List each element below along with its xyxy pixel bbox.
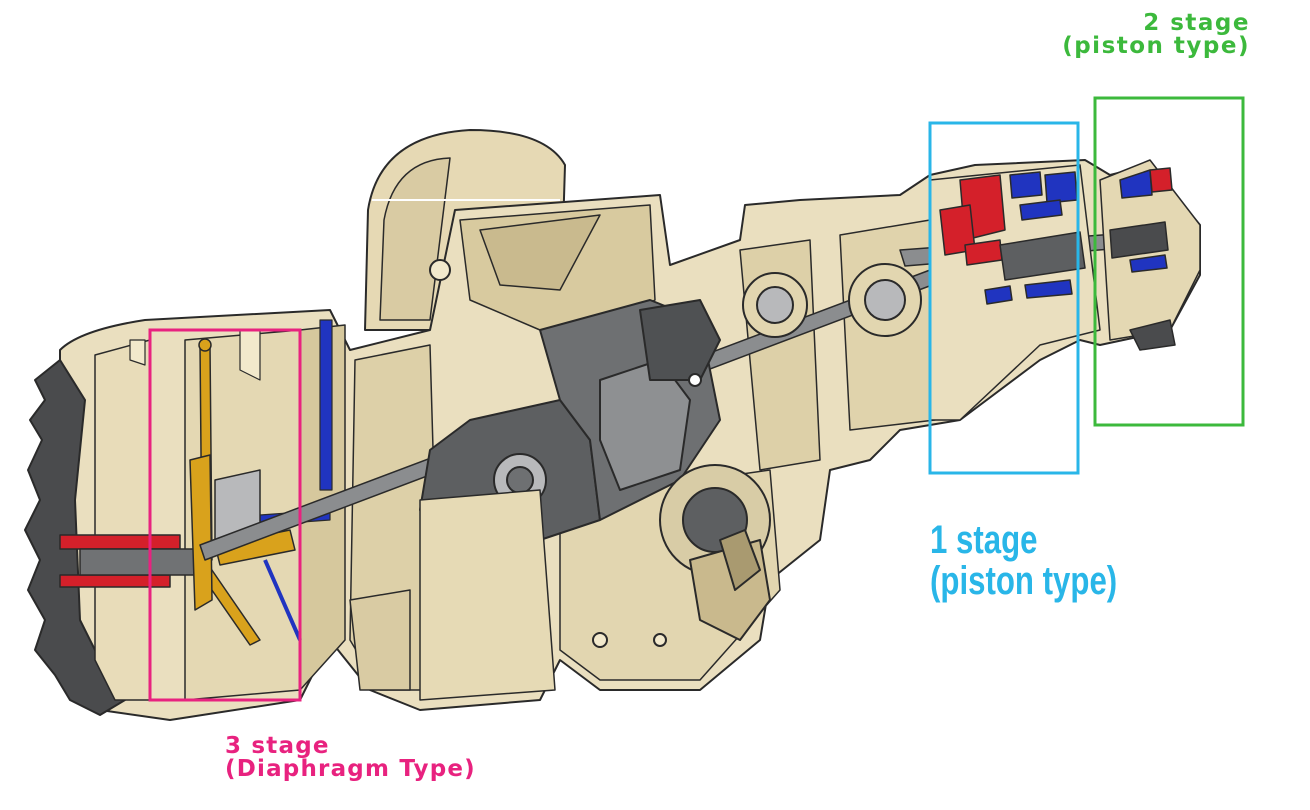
piston-cylinders: [930, 160, 1200, 420]
stage1-label: 1 stage (piston type): [930, 520, 1117, 602]
stage2-label-line1: 2 stage: [1062, 12, 1250, 35]
stage1-label-line1: 1 stage: [930, 520, 1117, 561]
stage1-label-line2: (piston type): [930, 561, 1117, 602]
stage3-label-line1: 3 stage: [225, 735, 476, 758]
stage3-label-line2: (Diaphragm Type): [225, 758, 476, 781]
stage2-label-line2: (piston type): [1062, 35, 1250, 58]
stage3-label: 3 stage (Diaphragm Type): [225, 735, 476, 782]
stage2-label: 2 stage (piston type): [1062, 12, 1250, 59]
compressor-cutaway-icon: [25, 130, 1200, 720]
